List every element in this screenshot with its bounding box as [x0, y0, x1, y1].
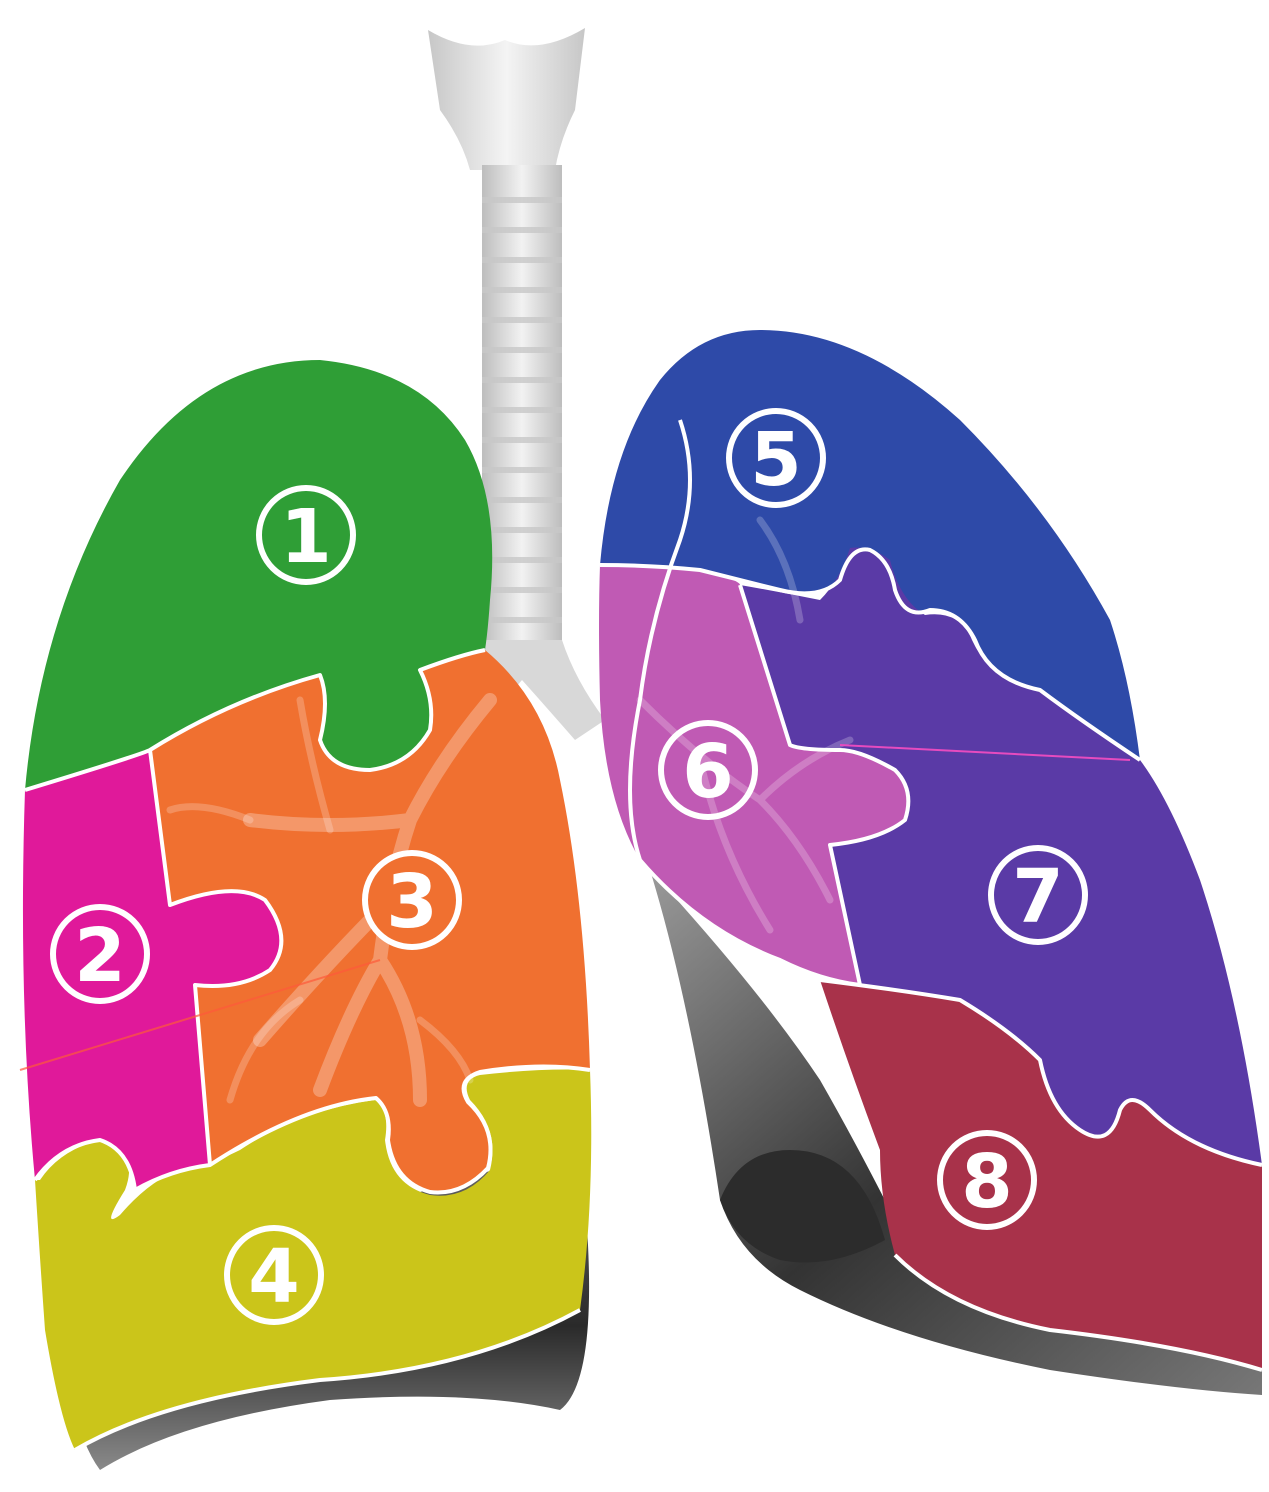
segment-number-1: 1: [280, 494, 332, 580]
segment-number-7: 7: [1012, 854, 1064, 940]
segment-label-3: 3: [365, 853, 459, 947]
right-lung: [599, 330, 1262, 1370]
segment-number-5: 5: [750, 417, 802, 503]
segment-number-2: 2: [74, 913, 126, 999]
trachea-rings: [482, 200, 562, 620]
segment-number-6: 6: [682, 729, 734, 815]
segment-number-8: 8: [961, 1139, 1013, 1225]
larynx: [428, 28, 585, 170]
segment-number-4: 4: [248, 1234, 300, 1320]
segment-number-3: 3: [386, 859, 438, 945]
